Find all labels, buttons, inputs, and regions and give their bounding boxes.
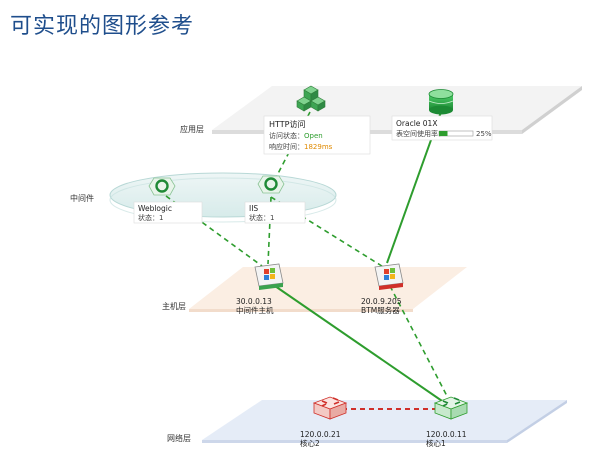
host2-name: BTM服务器 — [361, 305, 400, 315]
layer-label-host: 主机层 — [162, 301, 186, 311]
oracle-usage-label: 表空间使用率： — [396, 129, 445, 138]
node-iis[interactable]: IIS 状态：1 — [244, 175, 306, 224]
http-status-value: Open — [304, 132, 323, 140]
host1-ip: 30.0.0.13 — [236, 297, 272, 306]
page-title: 可实现的图形参考 — [10, 14, 195, 39]
node-oracle[interactable]: Oracle 01X 表空间使用率： 25% — [391, 89, 493, 141]
link-host2-core1 — [389, 285, 449, 399]
svg-text:响应时间：1829ms: 响应时间：1829ms — [269, 142, 333, 151]
node-host1[interactable]: 30.0.0.13 中间件主机 — [236, 263, 284, 315]
http-time-value: 1829ms — [304, 143, 333, 151]
router-icon — [433, 396, 469, 420]
http-title: HTTP访问 — [269, 119, 305, 129]
http-status-label: 访问状态： — [269, 131, 304, 140]
oracle-usage-bar-fill — [439, 131, 448, 136]
weblogic-status: 状态：1 — [138, 213, 163, 222]
node-core1[interactable]: 120.0.0.11 核心1 — [426, 396, 469, 448]
weblogic-info-box — [133, 201, 203, 224]
iis-info-box — [244, 201, 306, 224]
iis-status: 状态：1 — [249, 213, 274, 222]
host1-name: 中间件主机 — [236, 305, 274, 315]
core2-ip: 120.0.0.21 — [300, 430, 341, 439]
database-icon — [428, 89, 454, 115]
middleware-ring-icon — [148, 177, 176, 196]
layer-label-network: 网络层 — [167, 433, 191, 443]
router-alarm-icon — [312, 396, 348, 420]
middleware-ring-icon — [257, 175, 285, 194]
node-weblogic[interactable]: Weblogic 状态：1 — [133, 177, 203, 224]
svg-text:访问状态：Open: 访问状态：Open — [269, 131, 323, 140]
core1-ip: 120.0.0.11 — [426, 430, 467, 439]
windows-server-alarm-icon — [374, 263, 404, 290]
node-core2[interactable]: 120.0.0.21 核心2 — [300, 396, 348, 448]
oracle-title: Oracle 01X — [396, 119, 437, 128]
node-host2[interactable]: 20.0.9.205 BTM服务器 — [361, 263, 404, 315]
node-http[interactable]: HTTP访问 访问状态：Open 响应时间：1829ms — [263, 85, 371, 155]
layer-label-app: 应用层 — [180, 124, 204, 134]
iis-title: IIS — [249, 204, 258, 213]
windows-server-icon — [254, 263, 284, 290]
http-info-box — [263, 115, 371, 155]
layer-label-middleware: 中间件 — [70, 193, 94, 203]
layer-plane-network — [202, 400, 567, 443]
core1-name: 核心1 — [426, 438, 446, 448]
layer-plane-host — [189, 267, 467, 312]
link-host1-core1 — [274, 285, 446, 404]
weblogic-title: Weblogic — [138, 204, 172, 213]
oracle-usage-pct: 25% — [476, 130, 492, 138]
connections — [165, 111, 449, 410]
host2-ip: 20.0.9.205 — [361, 297, 402, 306]
http-cubes-icon — [296, 85, 326, 112]
http-time-label: 响应时间： — [269, 142, 304, 151]
core2-name: 核心2 — [300, 438, 320, 448]
